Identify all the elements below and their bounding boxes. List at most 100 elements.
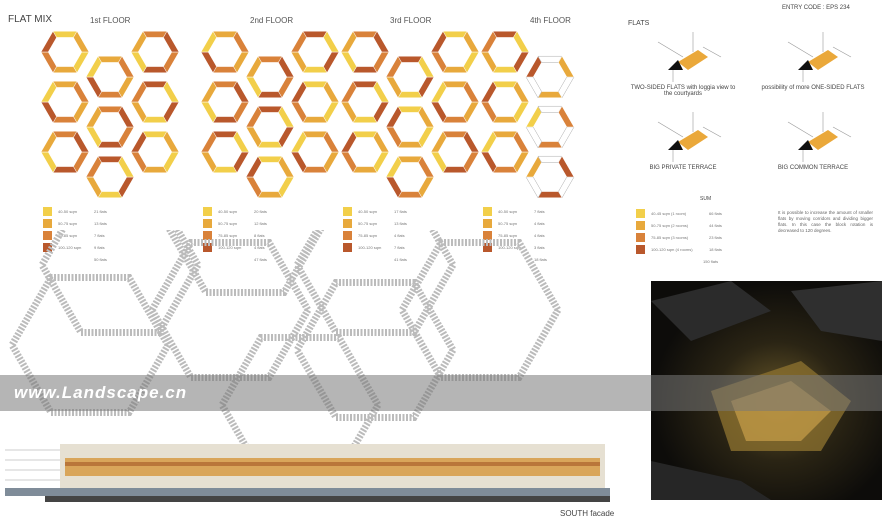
lattice-ring: [217, 333, 383, 470]
flat-cell: [278, 176, 295, 199]
legend-swatch: [636, 208, 645, 218]
legend-area: 40-50 sqm: [358, 208, 377, 214]
flat-cell: [85, 155, 102, 178]
flat-cell: [525, 126, 542, 149]
flat-cell: [525, 76, 542, 99]
flat-cell: [52, 30, 78, 38]
flat-cell: [200, 30, 217, 53]
flat-cell: [233, 151, 250, 174]
flat-cell: [290, 151, 307, 174]
flat-type-caption: BIG COMMON TERRACE: [777, 165, 849, 171]
flat-cell: [257, 105, 283, 113]
flat-cell: [212, 166, 238, 174]
watermark-band: [0, 375, 882, 411]
flat-type-caption: possibility of more ONE-SIDED FLATS: [761, 85, 865, 91]
flat-cell: [73, 80, 90, 103]
flat-cell: [40, 51, 57, 74]
flat-cell: [118, 105, 135, 128]
flat-cell: [492, 80, 518, 88]
flat-cell: [352, 66, 378, 74]
legend-swatch: [483, 230, 492, 240]
flat-cell: [290, 130, 307, 153]
flat-cell: [302, 116, 328, 124]
flat-cell: [492, 116, 518, 124]
flat-cell: [163, 80, 180, 103]
flat-cell: [118, 76, 135, 99]
legend-count: 20 flats: [254, 208, 267, 214]
flat-cell: [513, 30, 530, 53]
legend-area: 40-50 sqm: [218, 208, 237, 214]
flat-cell: [418, 105, 435, 128]
flat-cell: [200, 80, 217, 103]
flats-title: FLATS: [628, 20, 650, 27]
flat-cell: [245, 76, 262, 99]
flat-cell: [340, 51, 357, 74]
flat-cell: [233, 80, 250, 103]
legend-swatch: [203, 230, 212, 240]
legend-area: 75-85 sqm: [358, 232, 377, 238]
flat-cell: [385, 126, 402, 149]
page-title: FLAT MIX: [8, 14, 53, 25]
flat-cell: [302, 130, 328, 138]
flat-cell: [233, 130, 250, 153]
flat-cell: [200, 151, 217, 174]
legend-total: 41 flats: [394, 256, 407, 262]
legend-total: 18 flats: [534, 256, 547, 262]
flat-cell: [245, 105, 262, 128]
flat-cell: [40, 151, 57, 174]
flat-cell: [278, 126, 295, 149]
flat-cell: [118, 126, 135, 149]
legend-count: 66 flats: [709, 210, 722, 216]
legend-swatch: [203, 206, 212, 216]
flat-cell: [463, 130, 480, 153]
flat-cell: [200, 101, 217, 124]
flat-cell: [513, 80, 530, 103]
flat-type-caption: TWO-SIDED FLATS with loggia view to the …: [630, 85, 736, 97]
sum-legend-row: 40-45 sqm (1 room)66 flats: [636, 207, 722, 219]
flat-cell: [118, 176, 135, 199]
flat-cell: [418, 76, 435, 99]
flat-cell: [257, 155, 283, 163]
flat-cell: [513, 51, 530, 74]
flat-cell: [418, 55, 435, 78]
legend-area: 40-50 sqm: [498, 208, 517, 214]
flat-cell: [40, 101, 57, 124]
flat-cell: [97, 105, 123, 113]
floor-label: 4th FLOOR: [530, 16, 571, 25]
flat-cell: [163, 101, 180, 124]
legend-swatch: [43, 242, 52, 252]
flat-cell: [142, 80, 168, 88]
flat-cell: [118, 155, 135, 178]
legend-count: 18 flats: [709, 246, 722, 252]
flat-cell: [525, 55, 542, 78]
flat-cell: [558, 55, 575, 78]
legend-total: 50 flats: [94, 256, 107, 262]
legend-area: 50-75 sqm: [58, 220, 77, 226]
flat-cell: [442, 130, 468, 138]
flat-cell: [323, 151, 340, 174]
legend-area: 50-75 sqm (2 rooms): [651, 222, 689, 228]
flat-cell: [97, 155, 123, 163]
flat-cell: [430, 151, 447, 174]
sum-legend: 40-45 sqm (1 room)66 flats 50-75 sqm (2 r…: [636, 207, 722, 267]
flat-cell: [397, 191, 423, 199]
flat-cell: [130, 80, 147, 103]
flat-cell: [513, 130, 530, 153]
flat-cell: [52, 130, 78, 138]
flat-cell: [352, 130, 378, 138]
legend-area: 100-120 sqm: [358, 244, 382, 250]
flat-cell: [492, 166, 518, 174]
flat-cell: [257, 141, 283, 149]
flat-cell: [73, 101, 90, 124]
legend-swatch: [343, 242, 352, 252]
flat-cell: [373, 130, 390, 153]
